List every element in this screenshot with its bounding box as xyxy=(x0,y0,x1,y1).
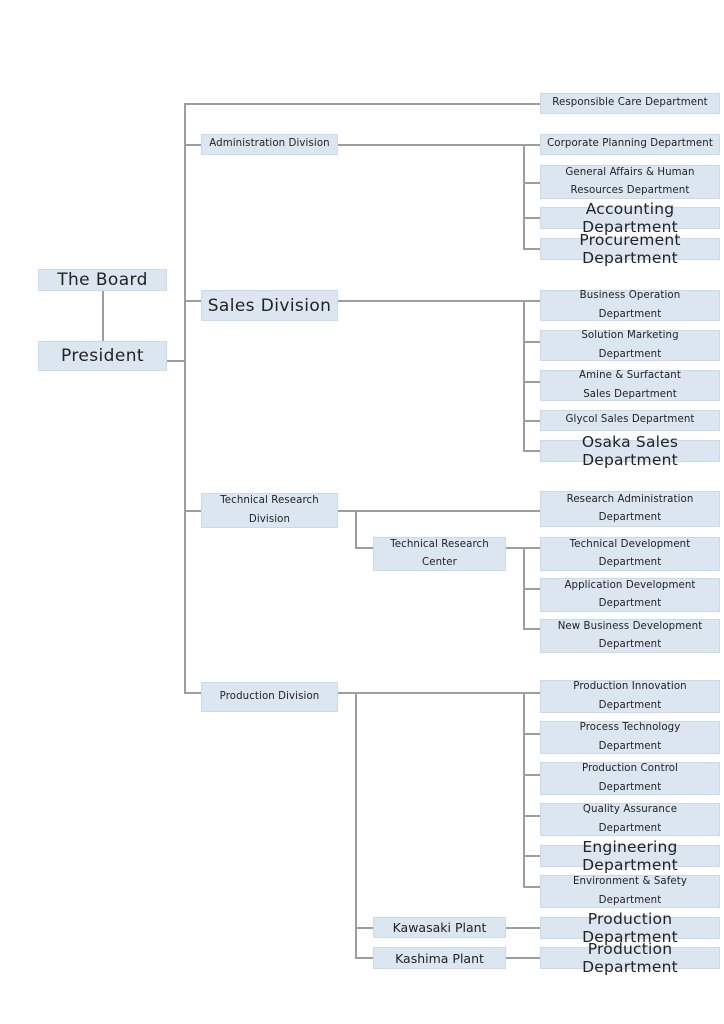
production-division: Production Division xyxy=(201,682,338,712)
production-branch-trunk xyxy=(523,692,525,887)
administration-division: Administration Division xyxy=(201,134,338,155)
department-node: Environment & Safety Department xyxy=(540,875,720,908)
technical-sub-trunk xyxy=(355,510,357,548)
production-dept-connector xyxy=(523,815,540,817)
kawasaki-plant: Kawasaki Plant xyxy=(373,917,506,938)
technical-research-division: Technical Research Division xyxy=(201,493,338,528)
department-node: Application Development Department xyxy=(540,578,720,612)
department-node: Solution Marketing Department xyxy=(540,330,720,361)
department-node: Production Innovation Department xyxy=(540,680,720,713)
plant-trunk xyxy=(355,692,357,958)
department-node: Business Operation Department xyxy=(540,290,720,321)
technical-connector xyxy=(184,510,201,512)
sales-dept-connector xyxy=(523,381,540,383)
department-node: Amine & Surfactant Sales Department xyxy=(540,370,720,401)
board-node: The Board xyxy=(38,269,167,291)
department-node: Process Technology Department xyxy=(540,721,720,754)
production-dept-connector xyxy=(523,886,540,888)
department-node: Glycol Sales Department xyxy=(540,410,720,431)
technical-research-center: Technical Research Center xyxy=(373,537,506,571)
sales-branch-line xyxy=(338,300,540,302)
admin-branch-trunk xyxy=(523,144,525,249)
department-node: Production Control Department xyxy=(540,762,720,795)
admin-connector xyxy=(184,144,201,146)
center-dept-connector xyxy=(523,628,540,630)
sales-branch-trunk xyxy=(523,300,525,451)
kawasaki-production-department: Production Department xyxy=(540,910,720,946)
department-node: Procurement Department xyxy=(540,231,720,267)
admin-dept-connector xyxy=(523,248,540,250)
department-node: Accounting Department xyxy=(540,200,720,236)
plant-connector xyxy=(355,927,373,929)
president-trunk-connector xyxy=(167,360,185,362)
sales-connector xyxy=(184,300,201,302)
department-node: Engineering Department xyxy=(540,838,720,874)
admin-dept-connector xyxy=(523,217,540,219)
sales-dept-connector xyxy=(523,341,540,343)
admin-dept-connector xyxy=(523,182,540,184)
plant-dept-connector xyxy=(506,927,540,929)
department-node: Technical Development Department xyxy=(540,537,720,571)
production-branch-line xyxy=(338,692,540,694)
production-connector xyxy=(184,692,201,694)
sales-dept-connector xyxy=(523,420,540,422)
department-node: General Affairs & Human Resources Depart… xyxy=(540,165,720,199)
department-node: Quality Assurance Department xyxy=(540,803,720,836)
production-dept-connector xyxy=(523,774,540,776)
department-node: New Business Development Department xyxy=(540,619,720,653)
admin-branch-line xyxy=(338,144,540,146)
department-node: Corporate Planning Department xyxy=(540,134,720,155)
president-node: President xyxy=(38,341,167,371)
plant-dept-connector xyxy=(506,957,540,959)
sales-division: Sales Division xyxy=(201,290,338,321)
center-dept-connector xyxy=(523,588,540,590)
center-connector xyxy=(355,547,373,549)
production-dept-connector xyxy=(523,733,540,735)
department-node: Osaka Sales Department xyxy=(540,433,720,469)
kashima-plant: Kashima Plant xyxy=(373,947,506,969)
technical-branch-line xyxy=(338,510,540,512)
board-president-connector xyxy=(102,291,104,341)
department-node: Research Administration Department xyxy=(540,491,720,527)
main-trunk xyxy=(184,103,186,693)
plant-connector xyxy=(355,957,373,959)
production-dept-connector xyxy=(523,855,540,857)
responsible-care-connector xyxy=(184,103,540,105)
kashima-production-department: Production Department xyxy=(540,940,720,976)
responsible-care-department: Responsible Care Department xyxy=(540,93,720,114)
sales-dept-connector xyxy=(523,450,540,452)
